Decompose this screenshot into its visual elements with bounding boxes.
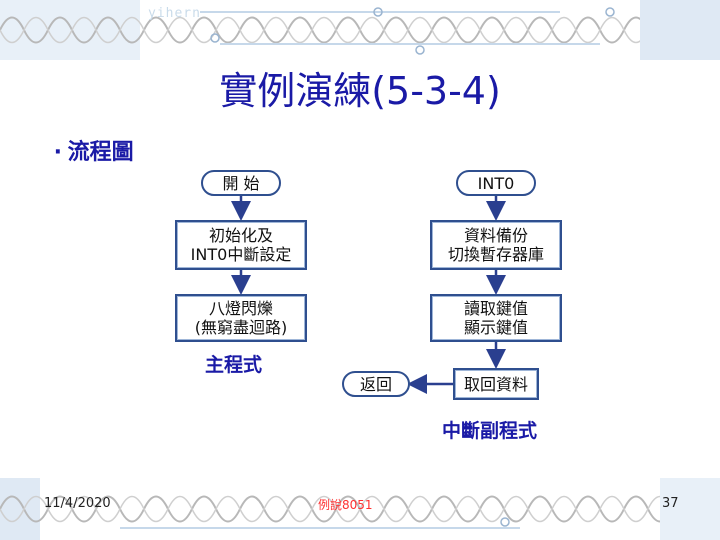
isr-read-box: 讀取鍵值顯示鍵值 [430, 294, 562, 342]
main-start-terminal: 開 始 [201, 170, 281, 196]
main-init-line1: 初始化及 [208, 226, 273, 245]
main-loop-line2: (無窮盡迴路) [194, 318, 288, 337]
circuit-wave-decoration [0, 0, 720, 60]
slide-title: 實例演練(5-3-4) [219, 69, 501, 113]
bullet-dot: ‧ [54, 140, 62, 165]
isr-caption: 中斷副程式 [442, 420, 538, 442]
bullet-text: 流程圖 [67, 140, 134, 165]
isr-start-terminal: INT0 [456, 170, 536, 196]
main-loop-line1: 八燈閃爍 [208, 299, 273, 318]
watermark-text: yihern [148, 6, 201, 21]
top-circuit-band [0, 0, 720, 60]
isr-backup-line1: 資料備份 [463, 226, 528, 245]
isr-backup-box: 資料備份切換暫存器庫 [430, 220, 562, 270]
isr-read-line2: 顯示鍵值 [463, 318, 528, 337]
footer-page-number: 37 [662, 496, 679, 511]
footer-date: 11/4/2020 [44, 496, 111, 511]
main-init-line2: INT0中斷設定 [190, 245, 292, 264]
isr-restore-box: 取回資料 [453, 368, 539, 400]
bottom-circuit-band [0, 478, 720, 540]
circuit-wave-decoration-bottom [0, 478, 720, 540]
main-loop-box: 八燈閃爍(無窮盡迴路) [175, 294, 307, 342]
isr-return-terminal: 返回 [342, 371, 410, 397]
footer-course-title: 例說8051 [318, 498, 373, 512]
main-program-caption: 主程式 [205, 354, 263, 376]
isr-read-line1: 讀取鍵值 [463, 299, 528, 318]
bullet-flowchart: ‧流程圖 [54, 134, 134, 166]
isr-backup-line2: 切換暫存器庫 [447, 245, 544, 264]
